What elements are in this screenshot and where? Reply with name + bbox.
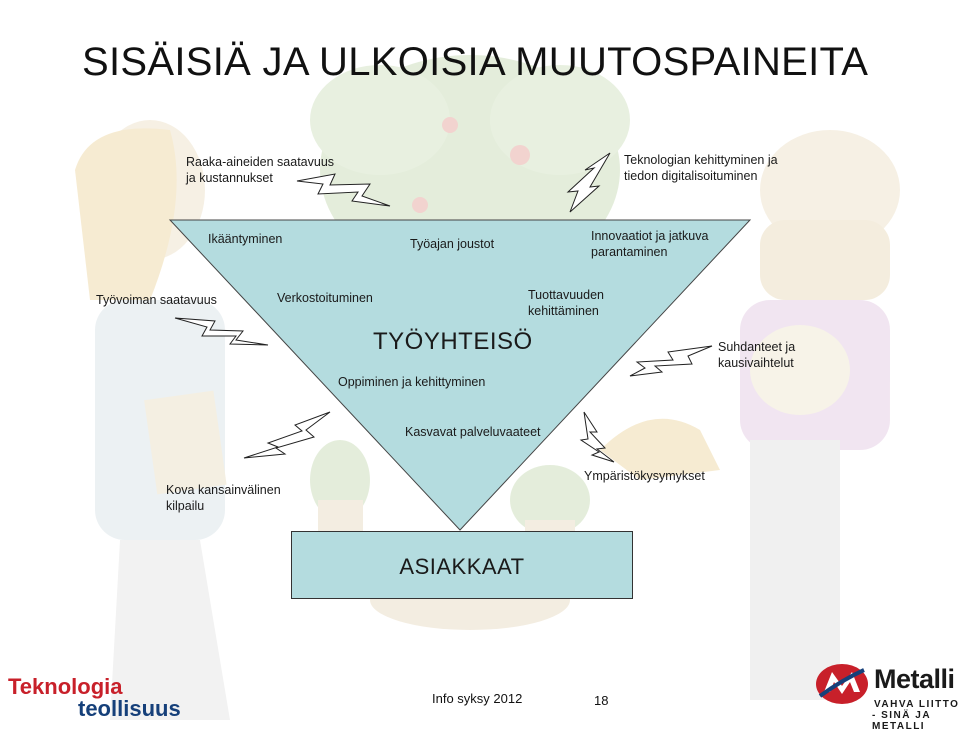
label-innovations: Innovaatiot ja jatkuva parantaminen bbox=[591, 229, 709, 259]
logo-right-brand: Metalli bbox=[874, 664, 955, 694]
page-title: SISÄISIÄ JA ULKOISIA MUUTOSPAINEITA bbox=[82, 40, 869, 84]
arrow-competition bbox=[243, 411, 331, 459]
label-raw-materials: Raaka-aineiden saatavuus ja kustannukset bbox=[186, 155, 335, 185]
logo-right-tagline-2: - SINÄ JA METALLI bbox=[872, 710, 931, 732]
arrow-technology bbox=[566, 152, 611, 213]
page-number: 18 bbox=[594, 693, 609, 708]
metalli-logo: Metalli VAHVA LIITTO - SINÄ JA METALLI bbox=[872, 664, 960, 732]
arrow-workforce bbox=[174, 317, 269, 346]
customers-box: ASIAKKAAT bbox=[291, 531, 633, 599]
label-learning: Oppiminen ja kehittyminen bbox=[338, 375, 486, 389]
label-networking: Verkostoituminen bbox=[277, 291, 373, 305]
arrow-raw-materials bbox=[296, 173, 391, 207]
logo-left-line2: teollisuus bbox=[78, 696, 181, 721]
label-aging: Ikääntyminen bbox=[208, 232, 283, 246]
center-label-work-community: TYÖYHTEISÖ bbox=[373, 328, 533, 355]
label-cycles: Suhdanteet ja kausivaihtelut bbox=[718, 340, 796, 370]
customers-label: ASIAKKAAT bbox=[399, 554, 525, 579]
arrow-environment bbox=[579, 411, 615, 463]
label-technology: Teknologian kehittyminen ja tiedon digit… bbox=[624, 153, 778, 183]
label-services: Kasvavat palveluvaateet bbox=[405, 425, 541, 439]
logo-left-line1: Teknologia bbox=[8, 674, 123, 699]
teknologiateollisuus-logo: Teknologia teollisuus bbox=[8, 676, 181, 720]
logo-right-tagline-1: VAHVA LIITTO bbox=[874, 699, 960, 710]
footer-event: Info syksy 2012 bbox=[432, 691, 523, 706]
metalli-logo-icon bbox=[816, 664, 868, 704]
label-working-time: Työajan joustot bbox=[410, 237, 495, 251]
label-competition: Kova kansainvälinen kilpailu bbox=[166, 483, 281, 513]
arrow-cycles bbox=[629, 345, 713, 377]
label-environment: Ympäristökysymykset bbox=[584, 469, 705, 483]
work-community-triangle bbox=[168, 219, 752, 531]
label-workforce: Työvoiman saatavuus bbox=[96, 293, 217, 307]
label-productivity: Tuottavuuden kehittäminen bbox=[528, 288, 604, 318]
